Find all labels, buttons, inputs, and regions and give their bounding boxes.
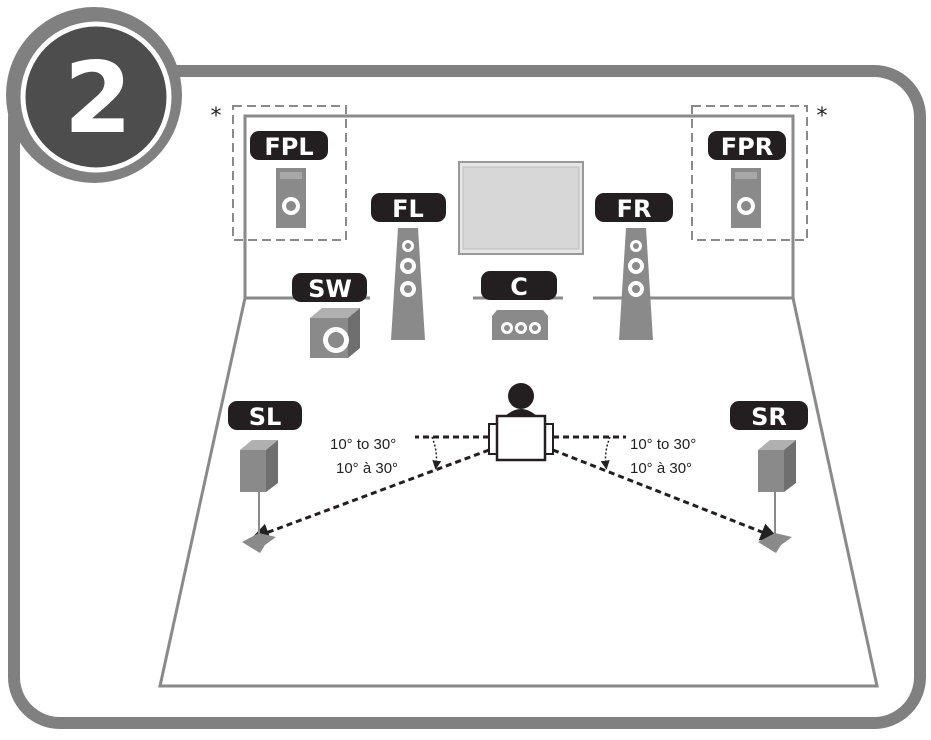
angle-lines <box>251 435 779 541</box>
speaker-sl-icon <box>240 440 278 553</box>
label-fl: FL <box>371 193 446 223</box>
label-sr: SR <box>730 401 808 431</box>
label-c: C <box>481 271 557 301</box>
angle-left-en: 10° to 30° <box>330 436 396 453</box>
svg-text:FPL: FPL <box>264 133 313 161</box>
step-frame <box>8 65 926 729</box>
svg-text:SW: SW <box>308 275 352 303</box>
step-badge: 2 <box>6 7 182 183</box>
speaker-fpr-icon <box>731 168 761 228</box>
angle-right-fr: 10° à 30° <box>630 460 692 477</box>
label-fpr: FPR <box>708 131 786 161</box>
label-sw: SW <box>292 273 367 303</box>
angle-left-fr: 10° à 30° <box>336 460 398 477</box>
svg-text:FPR: FPR <box>721 133 773 161</box>
svg-text:FR: FR <box>617 195 652 223</box>
speaker-fr-icon <box>619 228 653 340</box>
svg-text:SL: SL <box>249 403 282 431</box>
angle-right-en: 10° to 30° <box>630 436 696 453</box>
footnote-marker-left: * <box>211 104 222 129</box>
room-outline <box>158 114 879 688</box>
presence-area-right <box>691 105 808 241</box>
svg-text:C: C <box>510 273 528 301</box>
speaker-sw-icon <box>310 308 360 358</box>
label-fr: FR <box>595 193 673 223</box>
speaker-fl-icon <box>391 228 425 340</box>
step-number: 2 <box>64 42 132 156</box>
svg-text:FL: FL <box>392 195 424 223</box>
label-fpl: FPL <box>250 131 328 161</box>
tv <box>458 161 584 255</box>
footnote-marker-right: * <box>817 104 828 129</box>
listener-icon <box>488 383 554 462</box>
svg-text:SR: SR <box>751 403 787 431</box>
label-sl: SL <box>228 401 302 431</box>
presence-area-left <box>232 105 347 241</box>
speaker-fpl-icon <box>276 168 306 228</box>
speaker-sr-icon <box>758 440 796 553</box>
speaker-c-icon <box>492 310 548 340</box>
